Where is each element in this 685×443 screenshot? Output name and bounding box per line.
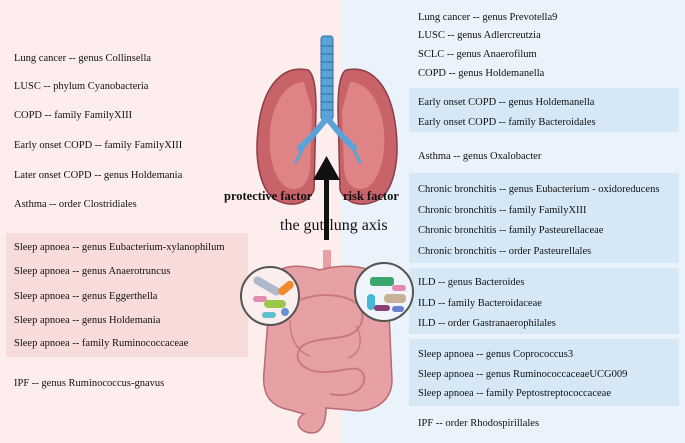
right-item-chronic-bronchitis: Chronic bronchitis -- family FamilyXIII: [418, 205, 587, 216]
gut-bacteria-magnifier-left-icon: [240, 266, 300, 326]
right-item-sleep-apnoea: Sleep apnoea -- family Peptostreptococca…: [418, 388, 611, 399]
protective-factor-label: protective factor: [224, 189, 313, 203]
lungs-icon: [256, 35, 398, 205]
left-item-later-onset-copd: Later onset COPD -- genus Holdemania: [14, 170, 183, 181]
left-item-lusc: LUSC -- phylum Cyanobacteria: [14, 81, 149, 92]
right-item-ild: ILD -- order Gastranaerophilales: [418, 318, 556, 329]
gut-lung-axis-title: the gut-lung axis: [280, 217, 388, 234]
left-item-ipf: IPF -- genus Ruminococcus-gnavus: [14, 378, 165, 389]
right-item-lusc: LUSC -- genus Adlercreutzia: [418, 30, 541, 41]
right-group-sleep-apnoea: [409, 339, 679, 406]
right-item-lung-cancer: Lung cancer -- genus Prevotella9: [418, 12, 558, 23]
right-item-ipf: IPF -- order Rhodospirillales: [418, 418, 540, 429]
right-item-ild: ILD -- family Bacteroidaceae: [418, 298, 542, 309]
risk-factor-label: risk factor: [343, 189, 399, 203]
right-item-early-onset-copd: Early onset COPD -- genus Holdemanella: [418, 97, 595, 108]
right-item-sleep-apnoea: Sleep apnoea -- genus RuminococcaceaeUCG…: [418, 369, 628, 380]
right-item-early-onset-copd: Early onset COPD -- family Bacteroidales: [418, 117, 596, 128]
right-item-chronic-bronchitis: Chronic bronchitis -- order Pasteurellal…: [418, 246, 592, 257]
right-item-sleep-apnoea: Sleep apnoea -- genus Coprococcus3: [418, 349, 574, 360]
right-item-ild: ILD -- genus Bacteroides: [418, 277, 525, 288]
right-group-ild: [409, 268, 679, 334]
left-item-copd: COPD -- family FamilyXIII: [14, 110, 133, 121]
left-item-lung-cancer: Lung cancer -- genus Collinsella: [14, 53, 152, 64]
left-item-sleep-apnoea: Sleep apnoea -- genus Eggerthella: [14, 291, 158, 302]
left-item-early-onset-copd: Early onset COPD -- family FamilyXIII: [14, 140, 183, 151]
left-item-sleep-apnoea: Sleep apnoea -- genus Holdemania: [14, 315, 161, 326]
right-group-chronic-bronchitis: [409, 173, 679, 263]
left-item-asthma: Asthma -- order Clostridiales: [14, 199, 137, 210]
upward-arrow-icon: [313, 156, 340, 240]
right-item-sclc: SCLC -- genus Anaerofilum: [418, 49, 537, 60]
right-item-chronic-bronchitis: Chronic bronchitis -- family Pasteurella…: [418, 225, 604, 236]
right-item-chronic-bronchitis: Chronic bronchitis -- genus Eubacterium …: [418, 184, 660, 195]
right-item-asthma: Asthma -- genus Oxalobacter: [418, 151, 542, 162]
left-item-sleep-apnoea: Sleep apnoea -- genus Eubacterium-xylano…: [14, 242, 225, 253]
right-group-early-onset-copd: [409, 88, 679, 132]
gut-bacteria-magnifier-right-icon: [354, 262, 414, 322]
left-item-sleep-apnoea: Sleep apnoea -- genus Anaerotruncus: [14, 266, 171, 277]
left-item-sleep-apnoea: Sleep apnoea -- family Ruminococcaceae: [14, 338, 189, 349]
right-item-copd: COPD -- genus Holdemanella: [418, 68, 545, 79]
left-group-sleep-apnoea: [6, 233, 248, 357]
